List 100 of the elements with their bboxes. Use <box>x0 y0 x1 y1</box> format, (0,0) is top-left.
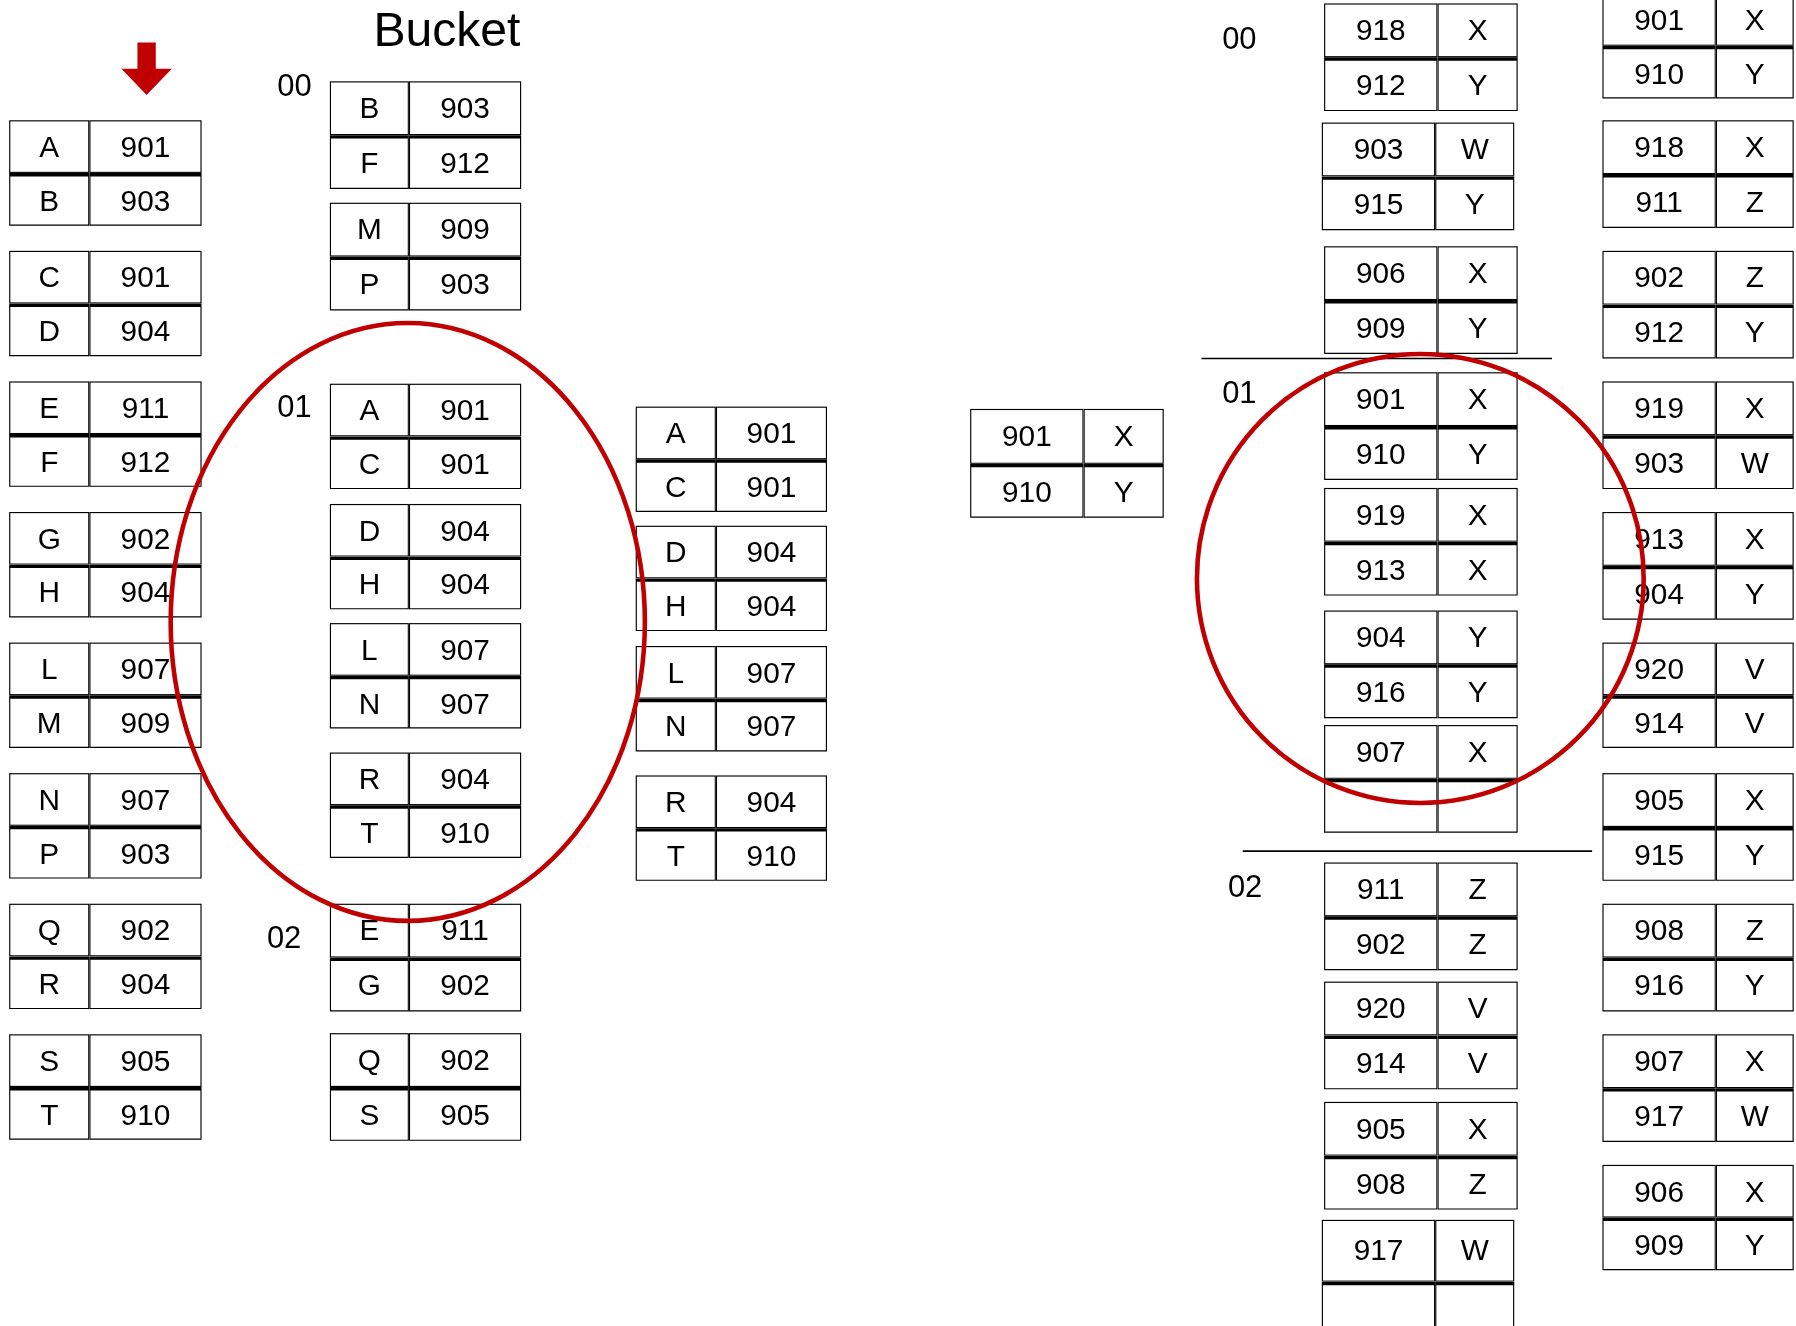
table-cell: 903 <box>89 172 202 226</box>
table-cell: 910 <box>715 828 827 881</box>
record-block <box>1321 122 1515 231</box>
table-cell: 912 <box>89 434 202 487</box>
table-cell: X <box>1715 381 1794 436</box>
table-cell: 901 <box>408 436 522 490</box>
table-cell: L <box>635 646 716 699</box>
table-cell: Q <box>9 903 90 957</box>
record-block <box>329 81 522 189</box>
table-cell: D <box>9 303 90 357</box>
table-cell: E <box>329 903 409 958</box>
table-cell: S <box>9 1034 90 1087</box>
table-cell: E <box>9 381 90 435</box>
table-cell: 901 <box>715 459 827 512</box>
record-block <box>1324 3 1518 112</box>
table-cell: 907 <box>715 698 827 752</box>
record-block <box>635 525 827 632</box>
table-cell: 918 <box>1324 3 1438 58</box>
table-cell: 902 <box>1602 250 1716 305</box>
table-cell: 917 <box>1602 1088 1716 1142</box>
table-cell: 909 <box>1602 1217 1716 1271</box>
table-cell: X <box>1437 725 1518 779</box>
record-block <box>329 383 522 490</box>
record-block <box>329 1033 522 1141</box>
table-cell: 920 <box>1324 981 1438 1036</box>
bucket-label: 01 <box>1222 375 1257 412</box>
table-cell: X <box>1437 541 1518 596</box>
table-cell: 907 <box>408 623 522 676</box>
table-cell: W <box>1435 122 1515 177</box>
record-block <box>9 642 202 748</box>
table-cell: 905 <box>89 1034 202 1087</box>
table-cell: Q <box>329 1033 409 1087</box>
record-block <box>1324 610 1518 719</box>
table-cell: 917 <box>1321 1219 1436 1282</box>
table-cell: D <box>329 504 409 557</box>
bucket-label: 01 <box>277 389 312 425</box>
table-cell: Y <box>1715 957 1794 1012</box>
table-cell: 901 <box>1602 0 1716 46</box>
table-cell: X <box>1437 1101 1518 1156</box>
table-cell: Z <box>1715 903 1794 958</box>
table-cell: W <box>1435 1219 1515 1282</box>
table-cell: 904 <box>408 504 522 557</box>
table-cell: Z <box>1437 916 1518 971</box>
record-block <box>1602 642 1794 748</box>
table-cell: 919 <box>1602 381 1716 436</box>
record-block <box>9 773 202 879</box>
table-cell: Y <box>1083 463 1164 518</box>
table-cell: Y <box>1715 1217 1794 1271</box>
table-cell: 905 <box>408 1087 522 1141</box>
table-cell: 916 <box>1324 664 1438 719</box>
record-block <box>1602 0 1794 99</box>
table-cell: X <box>1437 487 1518 542</box>
table-cell: Y <box>1437 610 1518 665</box>
table-cell: 902 <box>89 512 202 565</box>
table-cell: P <box>9 825 90 879</box>
table-cell: 910 <box>89 1087 202 1140</box>
table-cell: H <box>329 556 409 610</box>
table-cell: 910 <box>970 463 1084 518</box>
table-cell: 901 <box>715 406 827 460</box>
record-block <box>329 752 522 858</box>
record-block <box>9 1034 202 1140</box>
table-cell: R <box>9 956 90 1010</box>
table-cell: 918 <box>1602 120 1716 175</box>
table-cell: C <box>9 250 90 304</box>
table-cell: 906 <box>1324 246 1438 301</box>
table-cell: 903 <box>1321 122 1436 177</box>
table-cell: T <box>635 828 716 881</box>
table-cell: 904 <box>715 578 827 632</box>
record-block <box>1324 372 1518 480</box>
bucket-label: 02 <box>266 920 302 957</box>
table-cell: Y <box>1715 827 1794 881</box>
table-cell: Y <box>1437 300 1518 354</box>
table-cell: 906 <box>1602 1164 1716 1218</box>
table-cell: 911 <box>89 381 202 435</box>
table-cell: 903 <box>408 81 522 136</box>
table-cell: N <box>635 698 716 752</box>
record-block <box>329 202 522 311</box>
record-block <box>1602 1034 1794 1142</box>
table-cell: 911 <box>1602 174 1716 228</box>
table-cell: W <box>1715 1088 1794 1142</box>
record-block <box>635 775 827 881</box>
record-block <box>9 120 202 226</box>
record-block <box>1602 773 1794 881</box>
table-cell: N <box>9 773 90 826</box>
table-cell: 908 <box>1602 903 1716 958</box>
table-cell: 911 <box>1324 862 1438 917</box>
table-cell: X <box>1083 408 1164 464</box>
record-block <box>329 623 522 729</box>
table-cell: M <box>329 202 409 257</box>
table-cell: 904 <box>408 556 522 610</box>
table-cell: S <box>329 1087 409 1141</box>
record-block <box>970 408 1164 518</box>
table-cell: X <box>1437 3 1518 58</box>
table-cell: 907 <box>408 675 522 729</box>
table-cell: 902 <box>89 903 202 957</box>
bucket-label: 02 <box>1227 869 1263 905</box>
bucket-label: 00 <box>277 68 312 105</box>
table-cell: 904 <box>408 752 522 806</box>
table-cell: C <box>635 459 716 512</box>
table-cell: R <box>329 752 409 806</box>
